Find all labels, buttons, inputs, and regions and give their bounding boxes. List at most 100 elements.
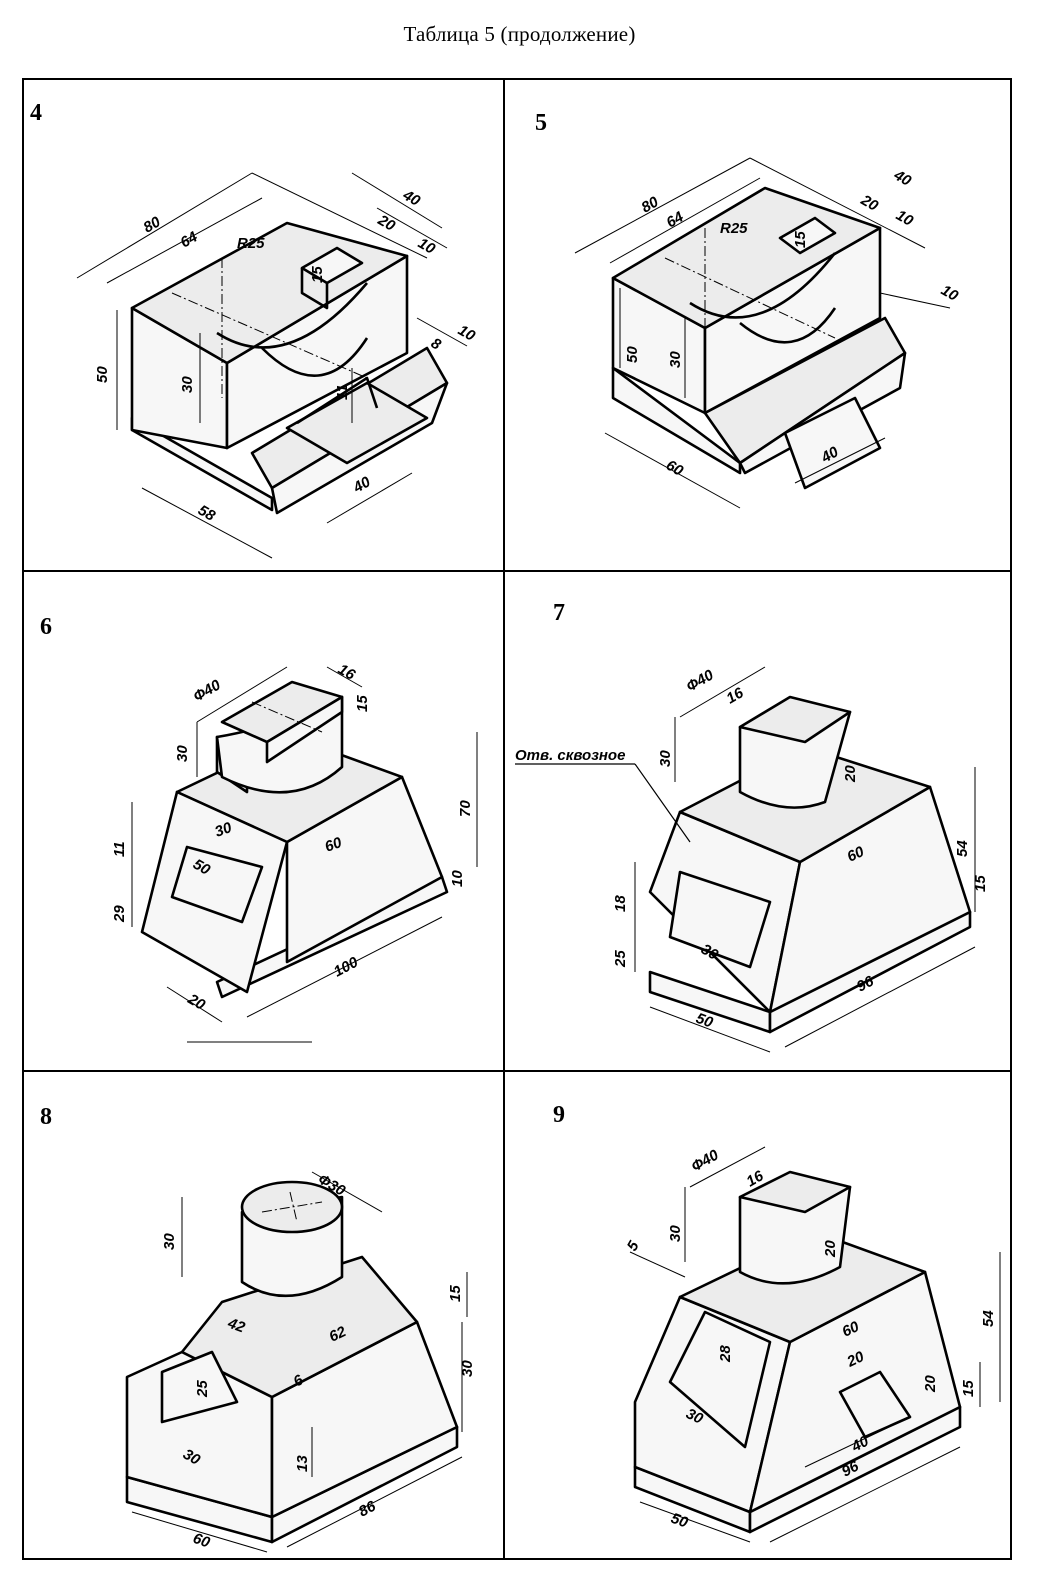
- base-groove: [285, 381, 429, 465]
- dim-80: 80: [141, 213, 165, 236]
- isometric-drawing-4: 80 64 R25 40 20 10 15 10 8 50 30 11 40 5…: [76, 172, 479, 559]
- dim-15: 15: [447, 1285, 464, 1302]
- dim-30: 30: [179, 376, 196, 393]
- dim-30: 30: [667, 1225, 684, 1242]
- base-front-face: [611, 366, 742, 475]
- cylindrical-cut-lower: [739, 307, 837, 344]
- cylinder-top: [240, 1180, 344, 1234]
- dim-phi40: Ф40: [684, 666, 718, 695]
- front-slot: [160, 1350, 239, 1424]
- dim-r25: R25: [237, 235, 265, 252]
- dim-16: 16: [335, 661, 359, 684]
- through-hole: [668, 870, 772, 969]
- base-cutout: [783, 396, 882, 490]
- cylinder-body: [738, 1185, 852, 1285]
- front-window: [170, 845, 264, 924]
- dim-60: 60: [191, 1530, 213, 1552]
- cell-number: 9: [553, 1102, 565, 1128]
- dim-20: 20: [857, 191, 881, 215]
- cylindrical-cut-edge: [216, 282, 368, 349]
- dim-16: 16: [744, 1167, 768, 1190]
- cell-number: 7: [553, 600, 565, 626]
- isometric-drawing-8: Ф30 30 42 62 15 30 25 6 13 30 60 86: [125, 1171, 476, 1553]
- dim-25: 25: [612, 950, 629, 968]
- dim-100: 100: [331, 953, 362, 980]
- body-top: [180, 1255, 419, 1399]
- dim-54: 54: [980, 1310, 997, 1327]
- dim-86: 86: [356, 1497, 379, 1520]
- dim-20: 20: [822, 1240, 839, 1258]
- dim-28: 28: [717, 1345, 734, 1363]
- dim-15: 15: [309, 266, 326, 283]
- dim-30: 30: [174, 745, 191, 762]
- dim-40: 40: [890, 166, 914, 190]
- page-title: Таблица 5 (продолжение): [403, 22, 636, 46]
- isometric-drawing-9: Ф40 16 30 5 20 28 60 54 20 20 15 30 40 5…: [624, 1146, 1001, 1543]
- dim-50: 50: [669, 1510, 691, 1532]
- dim-phi40: Ф40: [689, 1146, 723, 1175]
- dim-30b: 30: [683, 1405, 706, 1428]
- cell-number: 4: [30, 100, 42, 126]
- dim-40b: 40: [350, 473, 374, 497]
- dim-5: 5: [624, 1238, 643, 1254]
- cylinder-top: [738, 695, 852, 744]
- dim-64: 64: [178, 228, 202, 251]
- cell-4: 4 80 64 R25 40 20: [22, 78, 503, 570]
- dim-30: 30: [667, 351, 684, 368]
- cylindrical-cut-edge: [689, 252, 837, 319]
- cylinder-top: [738, 1170, 852, 1214]
- cell-5: 5 80 64 R25 40 20 10 15 10 50 30 60 40: [505, 78, 1012, 570]
- dim-18: 18: [612, 895, 629, 912]
- grid-row-divider-1: [22, 570, 1012, 572]
- dim-96: 96: [854, 972, 877, 995]
- dim-16: 16: [724, 684, 748, 707]
- dim-60: 60: [845, 843, 868, 866]
- dim-42: 42: [225, 1314, 248, 1336]
- dim-20: 20: [374, 211, 398, 235]
- dim-64: 64: [664, 208, 688, 231]
- front-pocket: [668, 1310, 772, 1449]
- dim-96: 96: [839, 1457, 862, 1480]
- slot-top: [778, 216, 837, 255]
- dim-40b: 40: [818, 443, 842, 467]
- cell-number: 5: [535, 110, 547, 136]
- dim-11: 11: [334, 384, 351, 400]
- dim-60: 60: [663, 457, 687, 480]
- dim-60: 60: [840, 1318, 863, 1341]
- dim-70: 70: [457, 800, 474, 817]
- dim-30b: 30: [459, 1360, 476, 1377]
- grid-vertical-divider: [503, 78, 505, 1560]
- dim-30b: 30: [698, 941, 722, 964]
- cylinder-body: [738, 710, 852, 809]
- dim-phi40: Ф40: [191, 676, 225, 705]
- dim-8: 8: [428, 335, 444, 354]
- slot-top: [300, 246, 364, 285]
- dim-10b: 10: [455, 322, 479, 345]
- dim-10a: 10: [893, 207, 917, 230]
- dim-10a: 10: [415, 235, 439, 258]
- dim-80: 80: [639, 193, 663, 216]
- dim-50: 50: [190, 856, 214, 879]
- dim-30: 30: [657, 750, 674, 767]
- dim-20c: 20: [922, 1375, 939, 1393]
- dim-40: 40: [848, 1432, 872, 1456]
- dim-62: 62: [327, 1323, 350, 1346]
- dim-60: 60: [323, 834, 345, 856]
- dim-20b: 20: [844, 1348, 868, 1371]
- cylinder-cut: [265, 695, 344, 764]
- isometric-drawing-6: Ф40 16 15 30 70 11 30 50 60 29 10 20 100: [111, 661, 478, 1043]
- cell-6: 6 Ф40 16 15 30 70 11 30 50 60 29 10 20 1…: [22, 572, 503, 1070]
- dim-20: 20: [184, 990, 208, 1014]
- grid-row-divider-2: [22, 1070, 1012, 1072]
- dim-40: 40: [399, 186, 423, 210]
- dim-25: 25: [194, 1380, 211, 1398]
- cell-8: 8 Ф30 30 42 62 15 30 25 6 13 30 60 86: [22, 1072, 503, 1560]
- dim-13: 13: [294, 1455, 311, 1472]
- dim-r25: R25: [720, 220, 748, 237]
- dim-11: 11: [111, 841, 128, 857]
- dim-15: 15: [960, 1380, 977, 1397]
- dim-10: 10: [449, 870, 466, 887]
- dim-50: 50: [694, 1010, 716, 1032]
- slot-edge: [300, 268, 329, 310]
- cell-number: 8: [40, 1104, 52, 1130]
